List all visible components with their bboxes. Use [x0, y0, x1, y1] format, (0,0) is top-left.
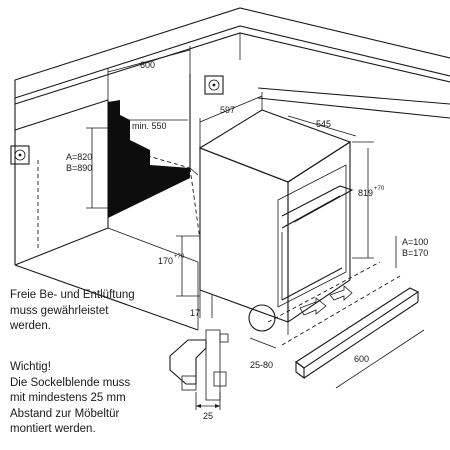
airflow-arrow-icon	[299, 285, 353, 316]
label-side-offset: 17	[190, 308, 200, 318]
label-niche-min-depth: min. 550	[132, 121, 167, 131]
socket-icon	[10, 145, 30, 165]
label-appliance-width: 597	[220, 105, 235, 115]
dimension-lines	[86, 46, 425, 389]
label-niche-height-b: B=890	[66, 163, 92, 173]
label-niche-height-a: A=820	[66, 152, 92, 162]
label-plinth-gap: 25-80	[250, 360, 273, 370]
plinth-panel	[267, 261, 420, 380]
niche-cavity	[108, 100, 190, 218]
label-plinth-height-a: A=100	[402, 237, 428, 247]
label-plinth-height-b: B=170	[402, 248, 428, 258]
warning-title: Wichtig!	[10, 361, 51, 373]
label-plinth-width: 600	[354, 354, 369, 364]
ventilation-note: Freie Be- und Entlüftung muss gewährleis…	[10, 288, 135, 335]
detail-marker	[248, 304, 276, 332]
label-niche-width: 600	[140, 60, 155, 70]
label-appliance-height-sup: +70	[374, 186, 385, 192]
socket-icon	[204, 75, 224, 95]
appliance	[198, 109, 354, 335]
ventilation-line-2: muss gewährleistet	[10, 304, 109, 317]
label-appliance-depth: 545	[316, 119, 331, 129]
warning-line-4: montiert werden.	[10, 423, 96, 435]
label-foot-height-sup: +70	[174, 254, 185, 260]
warning-line-2: mit mindestens 25 mm	[10, 392, 126, 404]
label-foot-height: 170	[158, 256, 173, 266]
ventilation-line-3: werden.	[10, 320, 51, 332]
cross-section-detail	[169, 329, 229, 410]
warning-line-3: Abstand zur Möbeltür	[10, 407, 120, 420]
warning-note: Wichtig! Die Sockelblende muss mit minde…	[10, 360, 130, 438]
label-appliance-height: 819	[358, 188, 373, 198]
label-detail-distance: 25	[203, 411, 213, 421]
warning-line-1: Die Sockelblende muss	[10, 376, 131, 389]
ventilation-line-1: Freie Be- und Entlüftung	[10, 289, 135, 301]
